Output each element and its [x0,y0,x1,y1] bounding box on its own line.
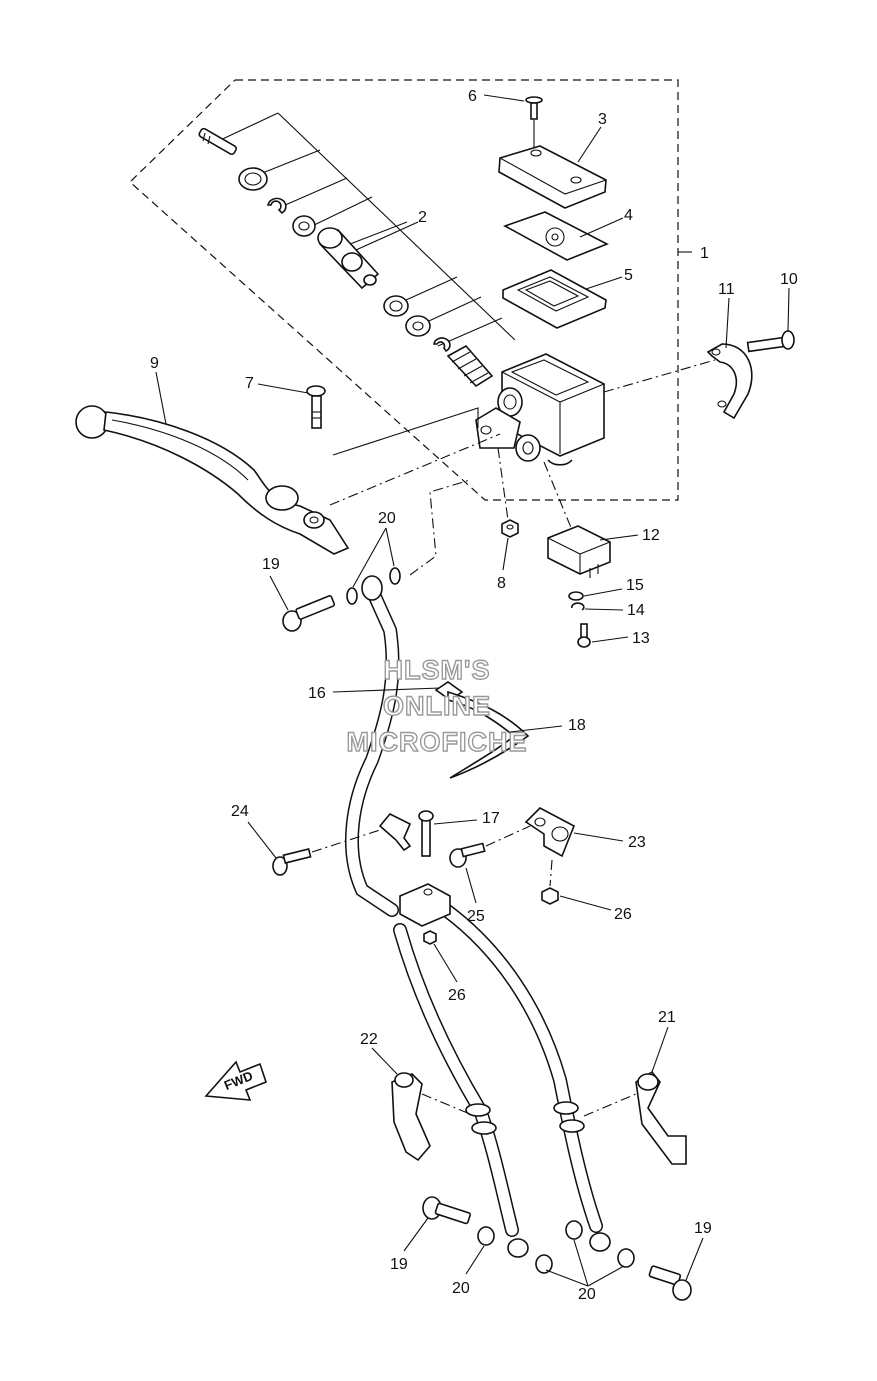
bracket-23 [524,807,576,858]
brake-hose-left [393,923,529,1258]
assembly-boundary [129,79,692,501]
callout-21: 21 [658,1009,676,1026]
callout-6: 6 [468,88,477,105]
nut-8 [501,519,519,538]
brake-hose-right [439,903,611,1252]
piston-cup [292,215,316,237]
circlip [267,197,287,215]
callout-8: 8 [497,575,506,592]
hose-guide-17 [378,810,434,857]
banjo-bolt-lower-right-19 [648,1265,692,1301]
diaphragm [502,269,607,329]
brake-hose-16 [345,575,400,917]
callout-3: 3 [598,111,607,128]
reservoir-cap [498,145,607,209]
callout-20-lower-right: 20 [578,1286,596,1303]
push-rod [198,127,238,156]
callout-26-upper: 26 [614,906,632,923]
callout-26-lower: 26 [448,987,466,1004]
fwd-arrow-icon: FWD [204,1060,267,1101]
bolt-25 [449,842,486,868]
washer-20-e [565,1220,583,1240]
callout-9: 9 [150,355,159,372]
callout-20-lower-left: 20 [452,1280,470,1297]
leader-lines [155,94,790,1287]
seal [383,295,409,317]
piston-kit-guides [213,112,516,347]
screw-6 [525,96,543,120]
washer-15 [568,591,584,601]
pivot-bolt-7 [306,385,326,429]
callout-14: 14 [627,602,645,619]
callout-19-lower-left: 19 [390,1256,408,1273]
boot [238,167,268,191]
clip-14 [571,602,585,611]
callout-4: 4 [624,207,633,224]
bracket-22 [391,1072,431,1162]
bracket-21 [635,1070,687,1165]
brake-lever [75,405,350,555]
washer-20-f [617,1248,635,1268]
washer-20-d [535,1254,553,1274]
washer-20-a [346,587,358,605]
callouts: 1 2 3 4 5 6 7 8 9 10 11 12 13 14 15 16 1… [150,88,798,1303]
bolt-24 [272,848,312,876]
callout-20-upper: 20 [378,510,396,527]
banjo-bolt-upper-19 [282,595,336,632]
callout-2: 2 [418,209,427,226]
callout-23: 23 [628,834,646,851]
callout-19-lower-right: 19 [694,1220,712,1237]
spring [446,344,494,388]
master-cylinder-body [475,353,716,466]
brake-switch-12 [547,525,611,578]
cable-tie-18 [434,681,530,779]
callout-19-upper: 19 [262,556,280,573]
washer-20-b [389,567,401,585]
callout-15: 15 [626,577,644,594]
handlebar-clamp-11 [706,343,753,420]
washer-20-c [477,1226,495,1246]
callout-13: 13 [632,630,650,647]
callout-5: 5 [624,267,633,284]
reservoir-cap-stack [498,96,609,329]
callout-1: 1 [700,245,709,262]
callout-22: 22 [360,1031,378,1048]
diaphragm-plate [503,211,609,261]
watermark-line-3: MICROFICHE [347,727,528,757]
watermark-line-1: HLSM'S [384,655,491,685]
callout-7: 7 [245,375,254,392]
circlip-small [433,337,451,353]
callout-24: 24 [231,803,249,820]
callout-18: 18 [568,717,586,734]
callout-16: 16 [308,685,326,702]
screw-13 [577,623,591,648]
callout-25: 25 [467,908,485,925]
piston [317,227,380,290]
watermark-line-2: ONLINE [383,691,491,721]
hose-joint [399,883,451,945]
nut-26-upper [541,887,559,905]
callout-17: 17 [482,810,500,827]
callout-10: 10 [780,271,798,288]
washer-cup [405,315,431,337]
callout-12: 12 [642,527,660,544]
callout-11: 11 [718,281,735,298]
banjo-bolt-lower-left-19 [422,1196,471,1225]
watermark: HLSM'S ONLINE MICROFICHE [346,654,528,757]
master-cylinder-kit [198,127,494,388]
bolt-10 [746,330,795,353]
